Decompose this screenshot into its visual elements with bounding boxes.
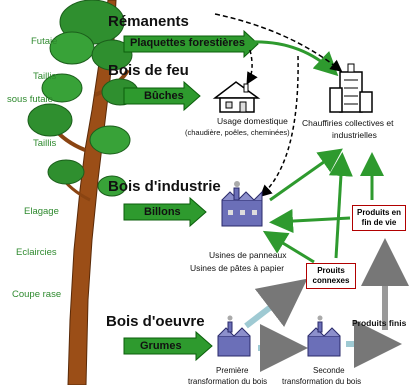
factory-premiere-icon (217, 315, 251, 357)
box-produits-connexes: Prouits connexes (306, 263, 356, 289)
dest-usines-papier: Usines de pâtes à papier (190, 263, 285, 273)
arrow-label-billons: Billons (144, 206, 181, 218)
heading-bois-industrie: Bois d'industrie (108, 178, 221, 195)
box-produits-fin-vie: Produits en fin de vie (352, 205, 406, 231)
label-sous-futaie: sous futaie (7, 94, 53, 105)
dest-chaufferies-2: industrielles (332, 130, 377, 140)
dest-premiere-2: transformation du bois (188, 377, 268, 385)
label-taillis: Taillis (33, 138, 57, 149)
arrow-billons (123, 196, 207, 228)
arrow-buches (123, 80, 201, 112)
label-produits-finis: Produits finis (352, 318, 407, 328)
dest-chaufferies-1: Chauffiries collectives et (302, 118, 394, 128)
arrow-label-plaquettes: Plaquettes forestières (130, 37, 245, 49)
dest-seconde-1: Seconde (313, 366, 345, 375)
arrow-grumes (123, 330, 213, 362)
flow-connexes-to-chaufferies (328, 152, 353, 259)
label-eclaircies: Eclaircies (16, 247, 57, 258)
heading-remanents: Rémanents (108, 13, 189, 30)
factory-industrie-icon (221, 181, 263, 227)
flow-plaquettes-to-domestique (246, 49, 258, 85)
dest-premiere-1: Première (216, 366, 249, 375)
box-produits-fin-vie-line2: fin de vie (361, 218, 397, 227)
heading-bois-de-feu: Bois de feu (108, 62, 189, 79)
house-icon (212, 81, 261, 113)
flow-premiere-to-connexes (244, 278, 308, 329)
dest-usines-panneaux: Usines de panneaux (209, 250, 287, 260)
label-taillis-1: Taillis (33, 71, 57, 82)
building-icon (329, 63, 373, 113)
box-produits-connexes-line2: connexes (312, 276, 350, 285)
label-futaie: Futaie (31, 36, 58, 47)
flow-remanents-to-chaufferies (214, 13, 343, 72)
label-elagage: Elagage (24, 206, 59, 217)
flow-plaquettes-to-chaufferies (249, 40, 339, 77)
factory-seconde-icon (307, 315, 341, 357)
arrow-plaquettes (123, 29, 259, 59)
flow-usines-to-chaufferies (269, 148, 343, 202)
arrow-label-grumes: Grumes (140, 340, 182, 352)
flow-connexes-to-usines (262, 230, 315, 264)
dest-usage-domestique-detail: (chaudière, poêles, cheminées) (185, 128, 290, 137)
box-produits-connexes-line1: Prouits (317, 266, 345, 275)
heading-bois-oeuvre: Bois d'oeuvre (106, 313, 205, 330)
box-produits-fin-vie-line1: Produits en (356, 208, 401, 217)
dest-seconde-2: transformation du bois (282, 377, 362, 385)
flow-to-industrie (259, 55, 299, 198)
dest-usage-domestique: Usage domestique (217, 116, 288, 126)
arrow-label-buches: Bûches (144, 90, 184, 102)
tree-illustration (27, 0, 139, 385)
label-coupe-rase: Coupe rase (12, 289, 62, 300)
